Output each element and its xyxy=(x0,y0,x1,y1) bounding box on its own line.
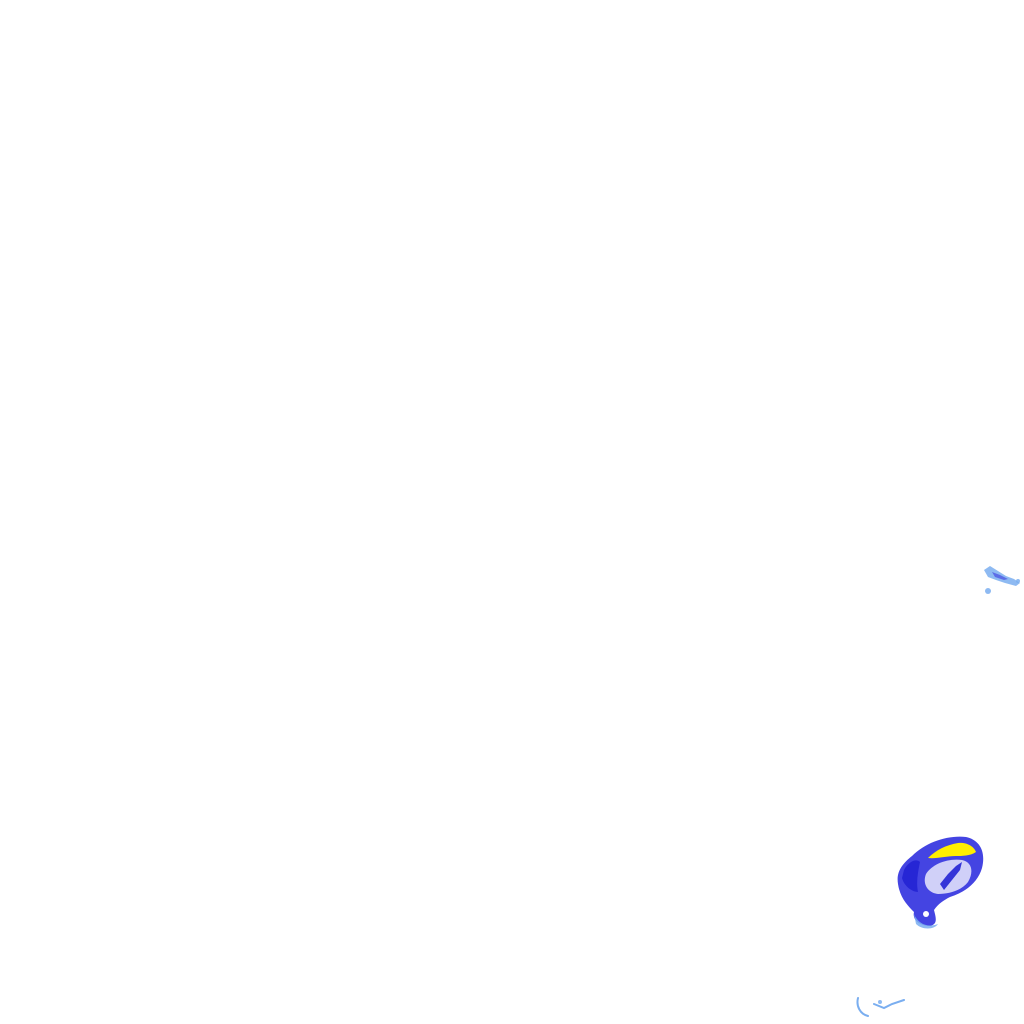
precip-speckle-east xyxy=(984,566,1020,594)
speckle-dot xyxy=(985,588,991,594)
precip-speckle-south xyxy=(856,997,905,1017)
speckle-streak-inner xyxy=(992,572,1008,580)
speckle-dot xyxy=(1016,579,1020,583)
speckle-dot xyxy=(878,1000,882,1004)
precip-cell-core xyxy=(923,842,976,917)
cell-tail xyxy=(914,914,938,929)
speckle-curl xyxy=(856,997,869,1017)
cell-left-lobe xyxy=(902,860,920,892)
core-intense xyxy=(928,842,976,859)
speckle-streak xyxy=(873,999,905,1010)
core-white-spot xyxy=(923,911,929,917)
precip-cell-main xyxy=(897,836,984,929)
cell-inner-streaks xyxy=(940,862,962,890)
